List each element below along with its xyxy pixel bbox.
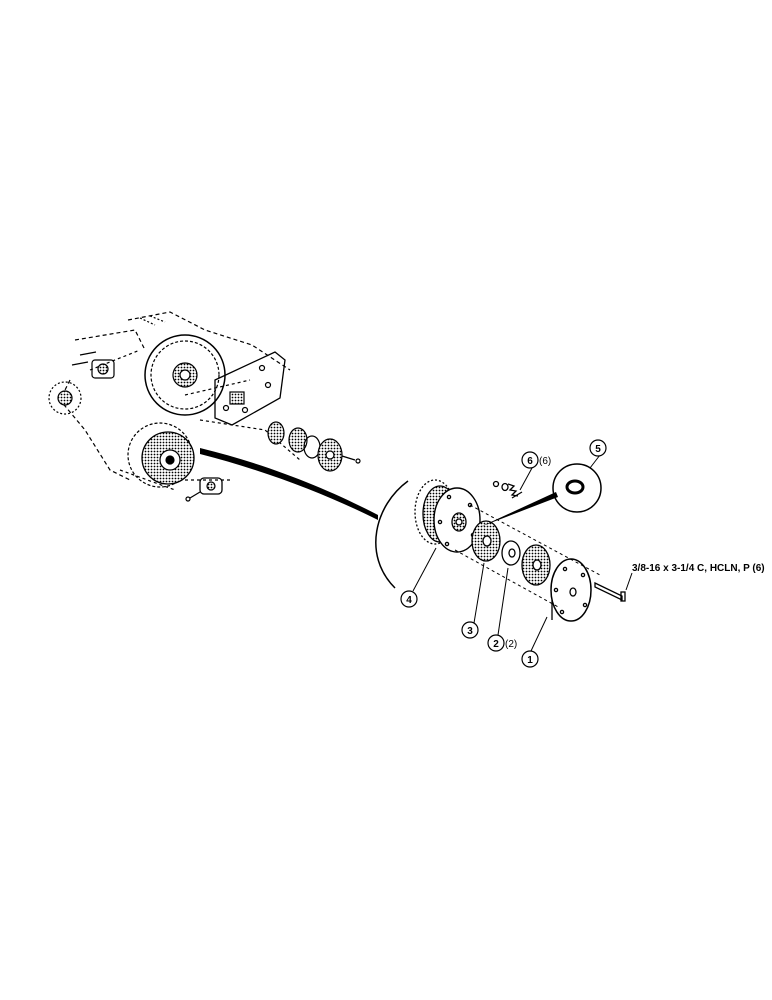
callout-5-number: 5	[595, 444, 601, 455]
detail-leader	[200, 448, 378, 520]
detail-view	[375, 454, 633, 652]
part-2-spring-washer	[501, 540, 521, 566]
callout-2-number: 2	[493, 639, 499, 650]
callout-3: 3	[461, 621, 479, 639]
idler-gear	[48, 351, 115, 415]
callout-1-number: 1	[527, 655, 533, 666]
callout-6-quantity: (6)	[539, 456, 551, 467]
part-5-bushing	[552, 463, 602, 513]
shaft-clutch-stack	[267, 421, 361, 472]
mounting-plate	[214, 351, 286, 426]
background-assembly	[48, 311, 361, 502]
callout-2: 2 (2)	[487, 634, 517, 652]
callout-2-quantity: (2)	[505, 639, 517, 650]
part-friction-disc-2	[521, 544, 551, 586]
bolt	[594, 581, 626, 602]
callout-3-number: 3	[467, 626, 473, 637]
part-6-spring-nut	[492, 480, 523, 499]
callout-4: 4	[400, 590, 418, 608]
part-1-pressure-plate	[550, 558, 592, 622]
hub-bracket	[185, 477, 223, 502]
part-4-sprocket-hub	[414, 479, 481, 553]
callout-6: 6 (6)	[521, 451, 551, 469]
fastener-spec-label: 3/8-16 x 3-1/4 C, HCLN, P (6)	[632, 563, 765, 574]
part-3-friction-disc	[471, 520, 501, 562]
callout-6-number: 6	[527, 456, 533, 467]
callout-4-number: 4	[406, 595, 412, 606]
callout-5: 5	[589, 439, 607, 457]
bushing-leader	[480, 492, 558, 527]
callout-1: 1	[521, 650, 539, 668]
clutch-sprocket-mounted	[127, 422, 195, 488]
large-sprocket	[144, 334, 226, 416]
